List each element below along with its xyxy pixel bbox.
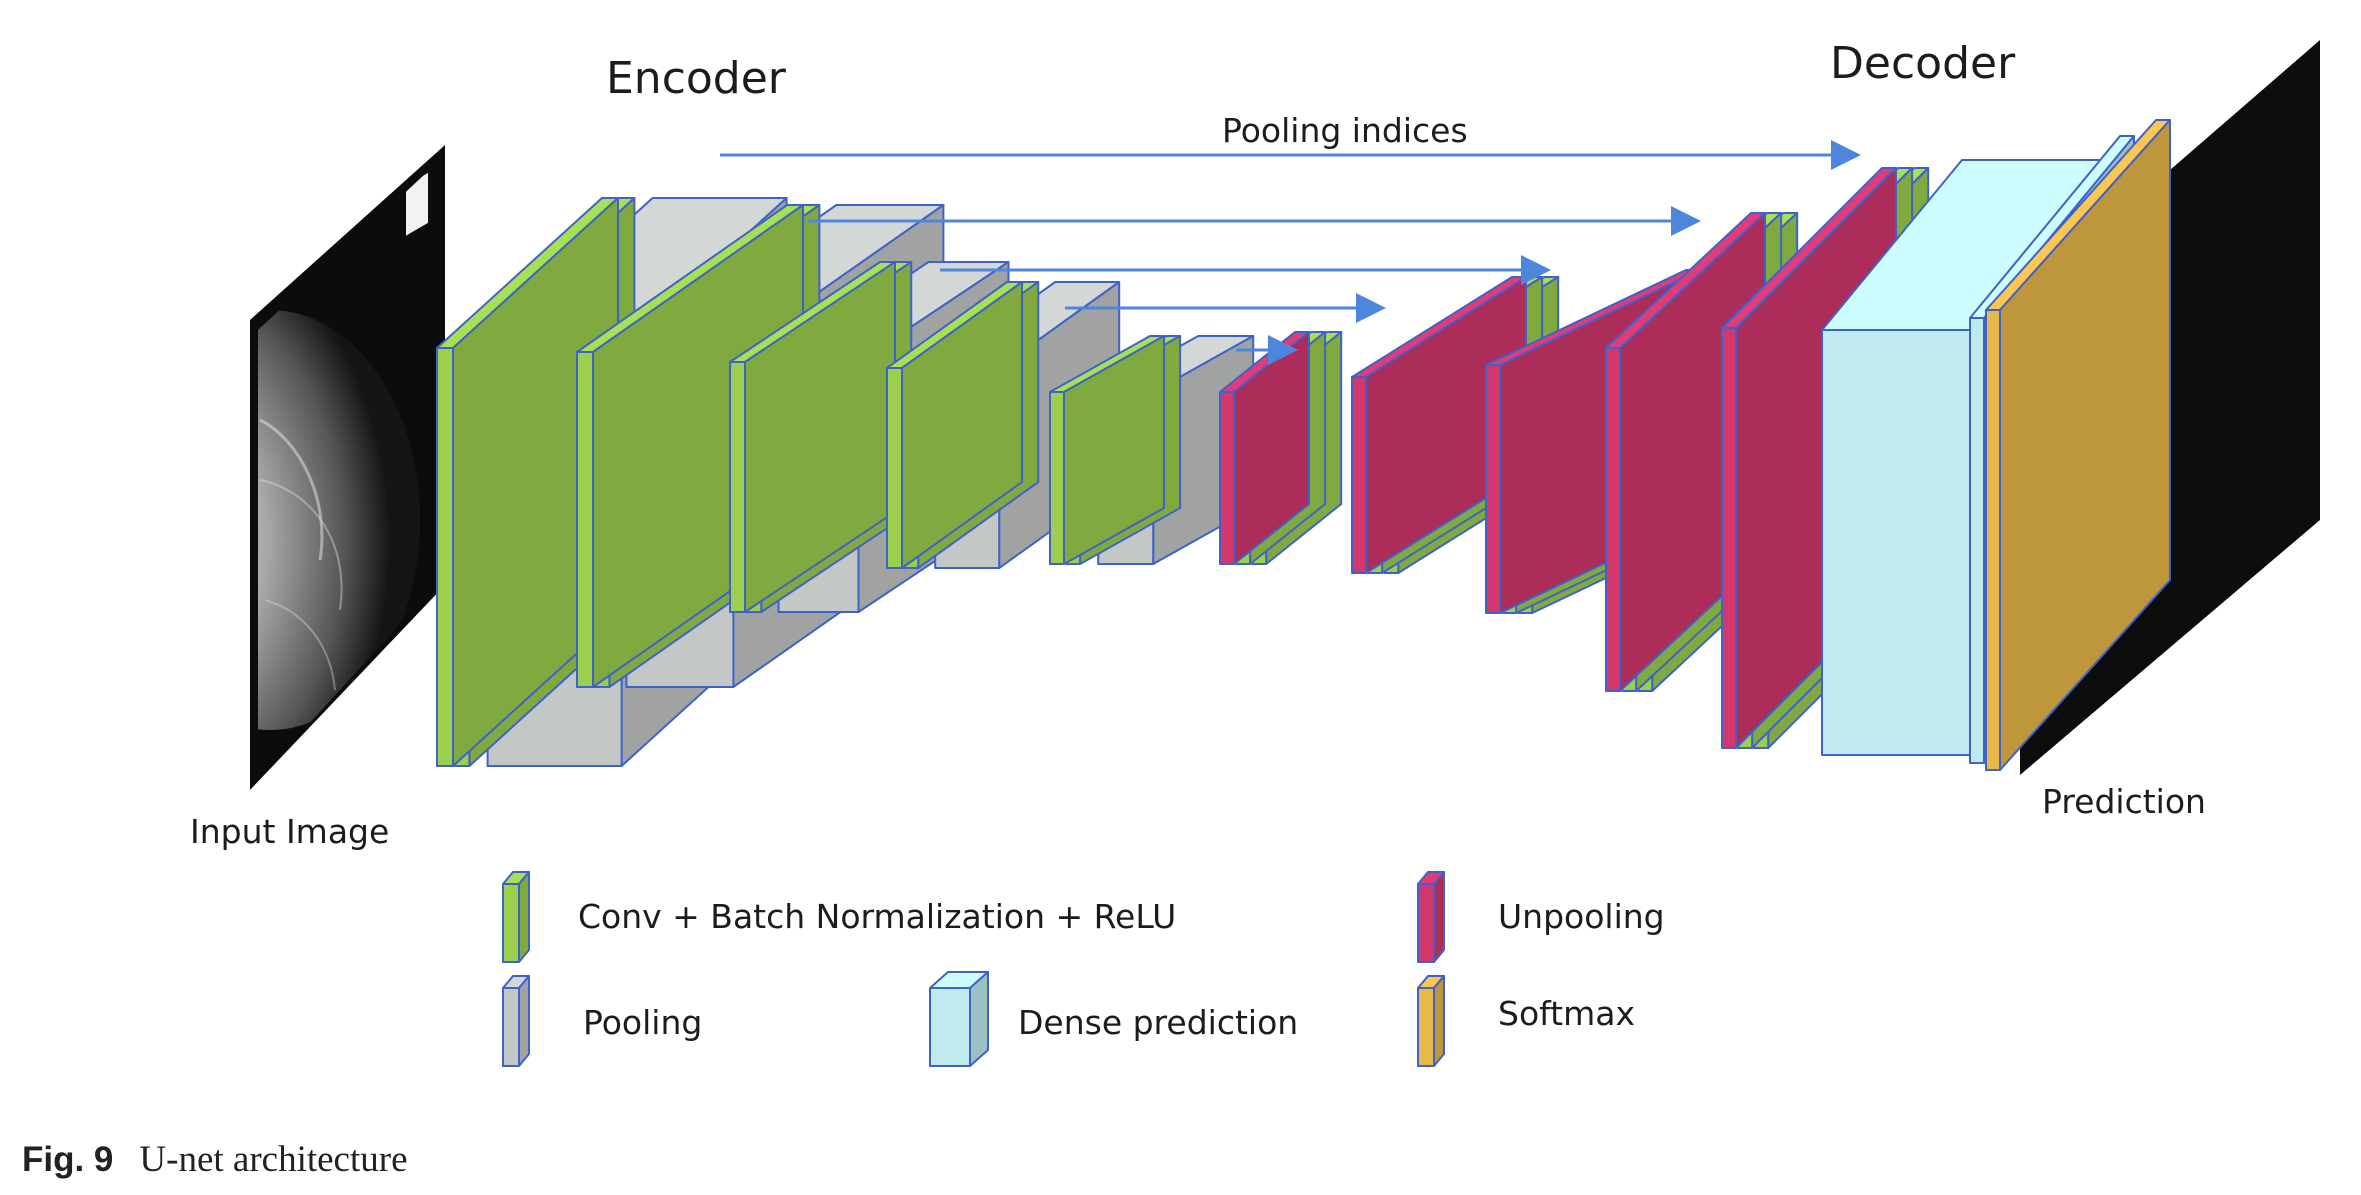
input-image-label: Input Image — [190, 812, 389, 851]
layer-3-0-conv — [886, 281, 1023, 569]
layer-2-0-conv — [729, 261, 896, 613]
caption-text: U-net architecture — [139, 1139, 408, 1180]
legend-pooling-label: Pooling — [583, 1003, 702, 1042]
caption-label: Fig. 9 — [22, 1140, 114, 1179]
legend-conv-label: Conv + Batch Normalization + ReLU — [578, 897, 1176, 936]
legend: Conv + Batch Normalization + ReLU Unpool… — [502, 871, 1665, 1067]
legend-conv-swatch — [502, 871, 530, 963]
figure-caption: Fig. 9 U-net architecture — [22, 1138, 408, 1182]
legend-unpool-swatch — [1417, 871, 1445, 963]
input-image — [250, 145, 445, 790]
legend-softmax-label: Softmax — [1498, 994, 1635, 1033]
encoder-label: Encoder — [606, 53, 787, 104]
prediction-label: Prediction — [2042, 782, 2206, 821]
legend-softmax-swatch — [1417, 975, 1445, 1067]
layer-4-0-conv — [1049, 335, 1165, 565]
legend-unpooling-label: Unpooling — [1498, 897, 1665, 936]
legend-dense-swatch — [929, 971, 989, 1067]
network-layers — [436, 119, 2171, 771]
softmax-block — [1985, 119, 2171, 771]
legend-dense-prediction-label: Dense prediction — [1018, 1003, 1298, 1042]
decoder-label: Decoder — [1830, 38, 2016, 89]
skip-connections — [720, 140, 1861, 365]
legend-pool-swatch — [502, 975, 530, 1067]
pooling-indices-label: Pooling indices — [1222, 111, 1468, 150]
